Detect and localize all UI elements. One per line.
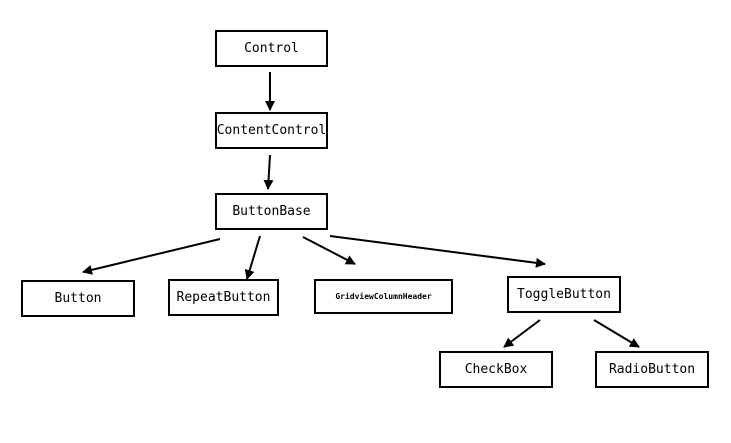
node-label: CheckBox <box>464 362 528 377</box>
node-label: RepeatButton <box>176 290 271 305</box>
node-control: Control <box>215 30 328 67</box>
node-radio-button: RadioButton <box>595 351 709 388</box>
node-gridview-column-header: GridviewColumnHeader <box>314 279 453 314</box>
node-button: Button <box>21 280 135 317</box>
node-repeat-button: RepeatButton <box>168 279 279 316</box>
node-label: ButtonBase <box>232 204 311 219</box>
node-label: Button <box>54 291 102 306</box>
arrow-toggle-button-to-radio-button <box>593 319 640 348</box>
arrow-button-base-to-button <box>82 238 221 275</box>
arrow-toggle-button-to-check-box <box>503 319 541 348</box>
arrow-content-control-to-button-base <box>263 154 274 190</box>
node-label: Control <box>244 41 299 56</box>
node-label: ContentControl <box>216 123 327 138</box>
node-content-control: ContentControl <box>215 112 328 149</box>
arrow-button-base-to-toggle-button <box>329 235 546 268</box>
node-label: ToggleButton <box>517 287 611 302</box>
arrow-button-base-to-repeat-button <box>244 235 261 280</box>
node-button-base: ButtonBase <box>215 193 328 230</box>
node-label: RadioButton <box>608 362 696 377</box>
node-label: GridviewColumnHeader <box>335 292 432 301</box>
arrow-button-base-to-gridview-column-header <box>302 236 356 265</box>
node-check-box: CheckBox <box>439 351 553 388</box>
node-toggle-button: ToggleButton <box>507 276 621 313</box>
